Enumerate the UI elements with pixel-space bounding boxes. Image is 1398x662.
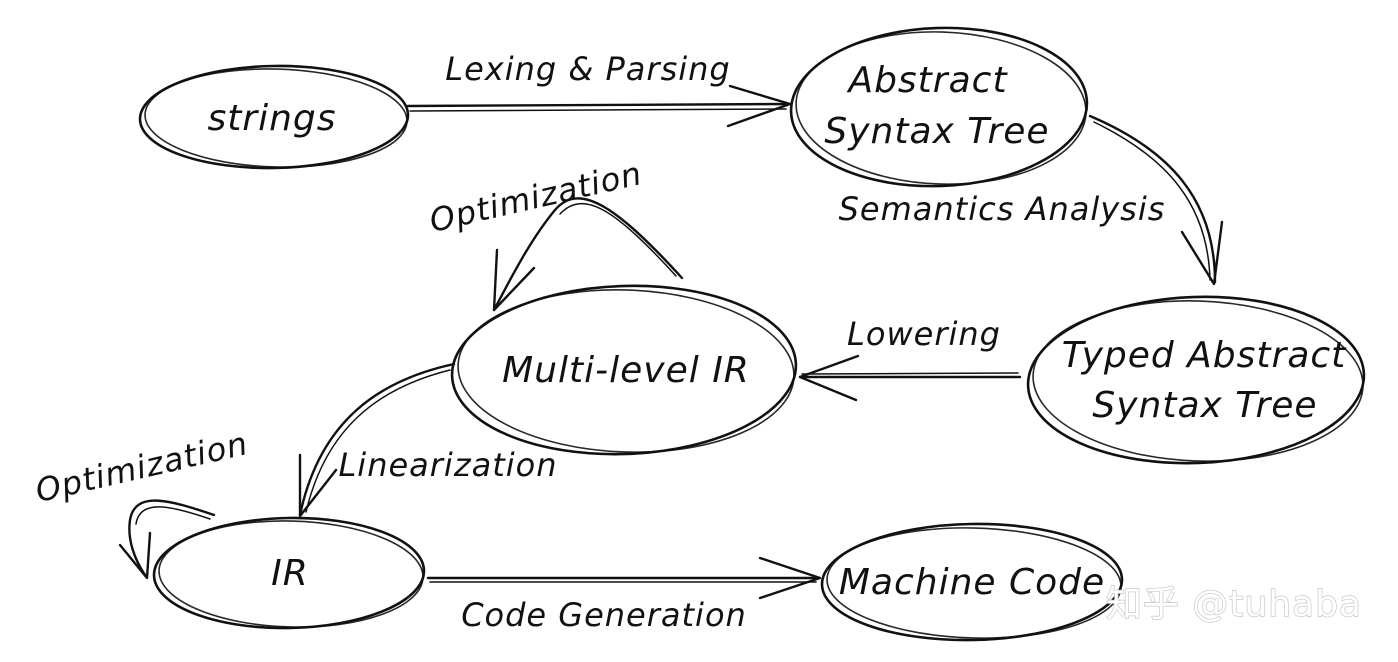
node-typed-ast-line2: Syntax Tree	[1092, 385, 1317, 426]
edge-linearization-label: Linearization	[338, 446, 557, 484]
node-machine-code: Machine Code	[820, 522, 1124, 642]
edge-lexing-parsing-label: Lexing & Parsing	[445, 50, 730, 88]
node-ast-line1: Abstract	[846, 60, 1008, 101]
node-typed-abstract-syntax-tree: Typed Abstract Syntax Tree	[1026, 295, 1366, 465]
edge-semantics-analysis-label: Semantics Analysis	[839, 190, 1166, 228]
edge-lexing-parsing: Lexing & Parsing	[406, 50, 792, 128]
edge-linearization: Linearization	[298, 362, 557, 518]
node-ir: IR	[152, 516, 426, 630]
watermark-text: 知乎 @tuhaba	[1106, 584, 1362, 625]
edge-lowering: Lowering	[798, 315, 1022, 402]
edge-ir-optimization-label: Optimization	[32, 424, 252, 510]
edge-mlir-optimization-label: Optimization	[426, 154, 646, 240]
edge-code-generation: Code Generation	[426, 556, 822, 634]
node-strings: strings	[138, 64, 410, 170]
node-abstract-syntax-tree: Abstract Syntax Tree	[789, 26, 1089, 188]
node-typed-ast-line1: Typed Abstract	[1062, 335, 1347, 376]
node-machine-code-label: Machine Code	[839, 562, 1105, 603]
edge-semantics-analysis: Semantics Analysis	[839, 114, 1224, 286]
edge-ir-optimization: Optimization	[32, 424, 252, 580]
node-mlir-label: Multi-level IR	[502, 350, 750, 391]
edge-lowering-label: Lowering	[847, 315, 1001, 353]
node-ir-label: IR	[271, 553, 309, 594]
node-multi-level-ir: Multi-level IR	[450, 284, 798, 456]
node-ast-line2: Syntax Tree	[824, 111, 1049, 152]
node-strings-label: strings	[207, 98, 336, 139]
edge-code-generation-label: Code Generation	[461, 596, 747, 634]
